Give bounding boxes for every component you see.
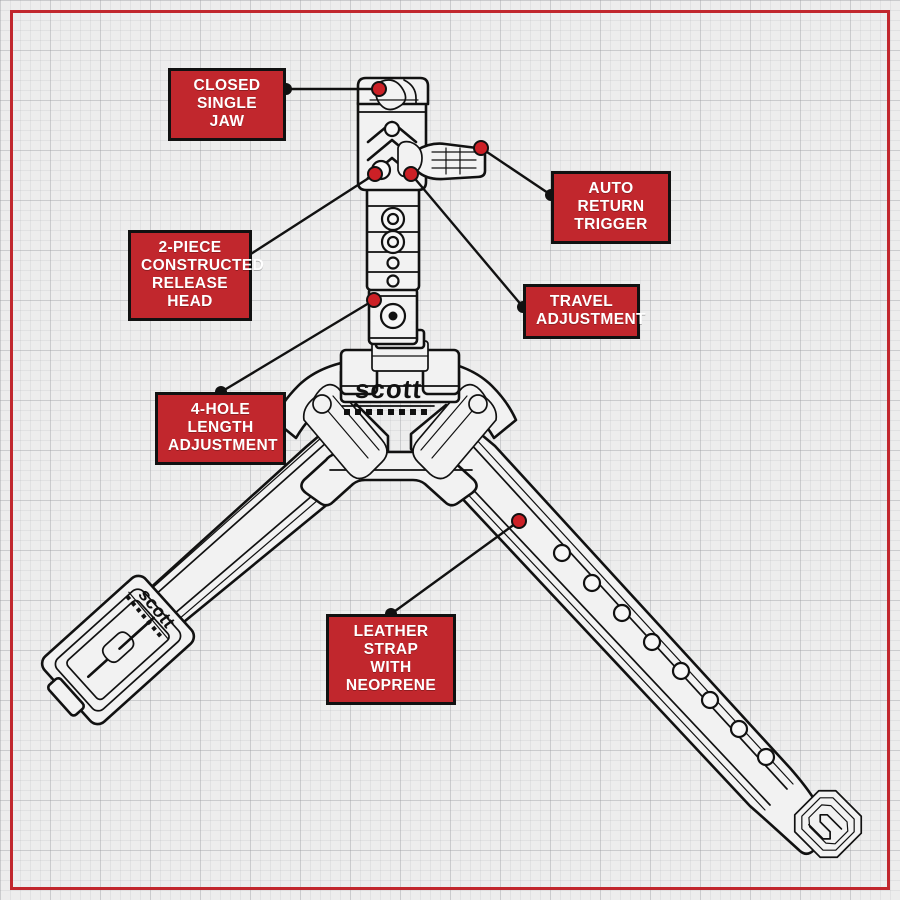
- left-pivot-boss: [302, 383, 388, 480]
- right-strap-arm: [409, 403, 835, 856]
- leader-anchor-dot-closed-single-jaw: [371, 81, 387, 97]
- callout-label-line: RELEASE HEAD: [151, 275, 228, 310]
- callout-label-line: LEATHER STRAP: [353, 623, 429, 658]
- strap-buckle: [40, 574, 196, 726]
- callout-label-line: 4-HOLE LENGTH: [187, 401, 254, 436]
- callout-label-line: WITH NEOPRENE: [345, 659, 437, 694]
- callout-label-line: CONSTRUCTED: [141, 257, 265, 274]
- leader-anchor-dot-leather-strap-with-neoprene: [511, 513, 527, 529]
- leader-line-four-hole-length-adjustment: [220, 298, 375, 394]
- svg-text:scott: scott: [354, 374, 423, 404]
- callout-label-line: ADJUSTMENT: [168, 437, 278, 454]
- leader-line-two-piece-release-head: [242, 172, 376, 261]
- callout-label-line: TRAVEL: [549, 293, 614, 310]
- callout-label-line: ADJUSTMENT: [536, 311, 646, 328]
- auto-return-trigger-arm: [397, 140, 487, 181]
- callout-label-line: 2-PIECE: [158, 239, 222, 256]
- leader-anchor-dot-travel-adjustment: [403, 166, 419, 182]
- leader-anchor-dot-two-piece-release-head: [367, 166, 383, 182]
- leader-anchor-dot-auto-return-trigger: [473, 140, 489, 156]
- callout-label-line: SINGLE JAW: [196, 95, 258, 130]
- callout-label-line: CLOSED: [193, 77, 261, 94]
- right-pivot-boss: [412, 383, 498, 480]
- hex-s-emblem: [793, 789, 863, 859]
- leader-anchor-dot-four-hole-length-adjustment: [366, 292, 382, 308]
- leader-line-auto-return-trigger: [480, 147, 552, 196]
- callout-label-line: TRIGGER: [574, 216, 648, 233]
- leader-line-leather-strap-with-neoprene: [390, 520, 520, 615]
- leader-line-travel-adjustment: [410, 173, 524, 308]
- scott-logo-body: scott: [341, 374, 435, 415]
- strap-adjustment-holes: [552, 543, 776, 767]
- callout-label-line: AUTO RETURN: [577, 180, 645, 215]
